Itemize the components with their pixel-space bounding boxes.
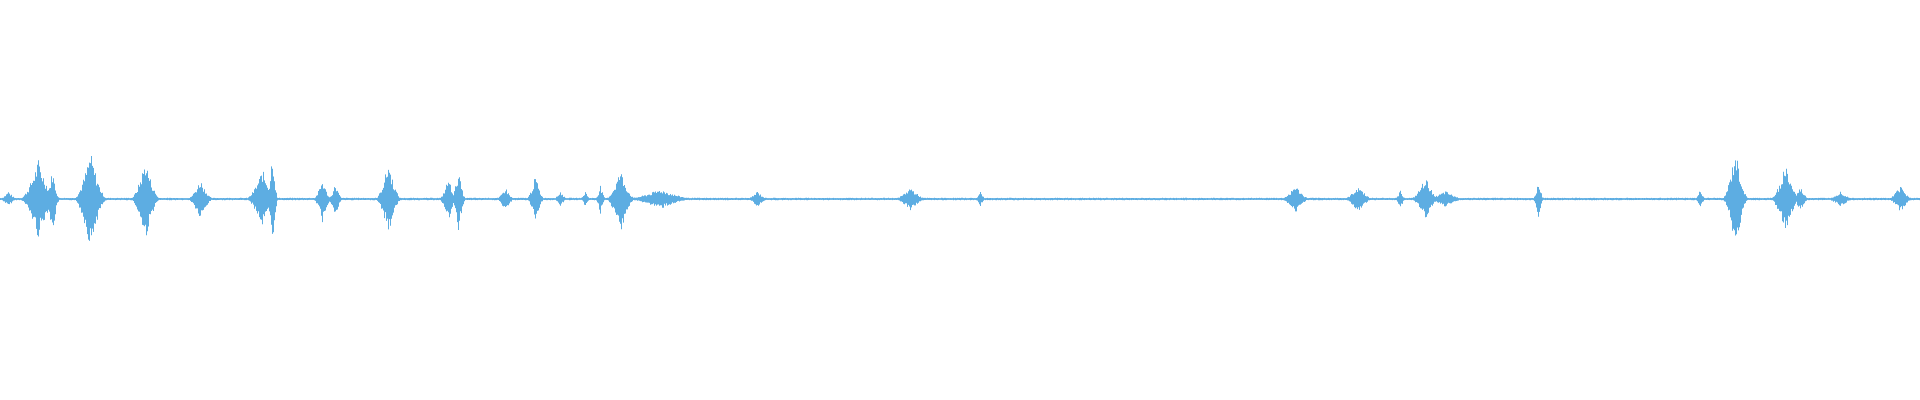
waveform-amplitude-path [0, 156, 1920, 241]
